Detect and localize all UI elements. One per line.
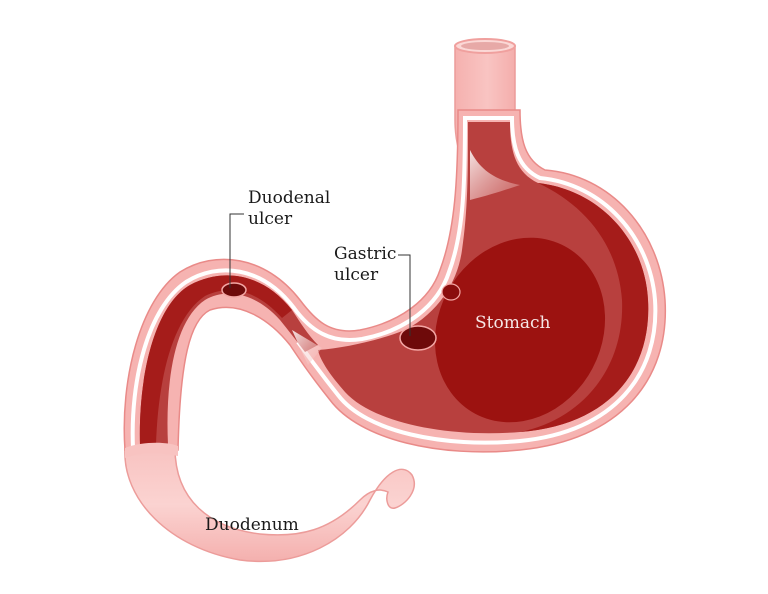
duodenum-mucosa [125,275,322,458]
duodenal-ulcer-label: Duodenal ulcer [248,188,330,230]
duodenal-ulcer-leader [229,213,244,288]
gastric-ulcer-markers [399,283,461,351]
gastric-ulcer-label-line2: ulcer [334,265,379,285]
gastric-ulcer-label-line1: Gastric [334,244,397,264]
stomach-mucosa [318,122,649,434]
gastric-ulcer-label: Gastric ulcer [334,244,396,286]
stomach-label: Stomach [475,313,551,333]
gastric-ulcer-leader [398,254,411,336]
duodenal-ulcer-marker [221,282,247,298]
leader-lines [229,213,411,336]
duodenum-label: Duodenum [205,515,299,535]
duodenal-ulcer-label-line2: ulcer [248,209,293,229]
duodenal-ulcer-label-line1: Duodenal [248,188,331,208]
duodenum-tube [124,447,415,562]
